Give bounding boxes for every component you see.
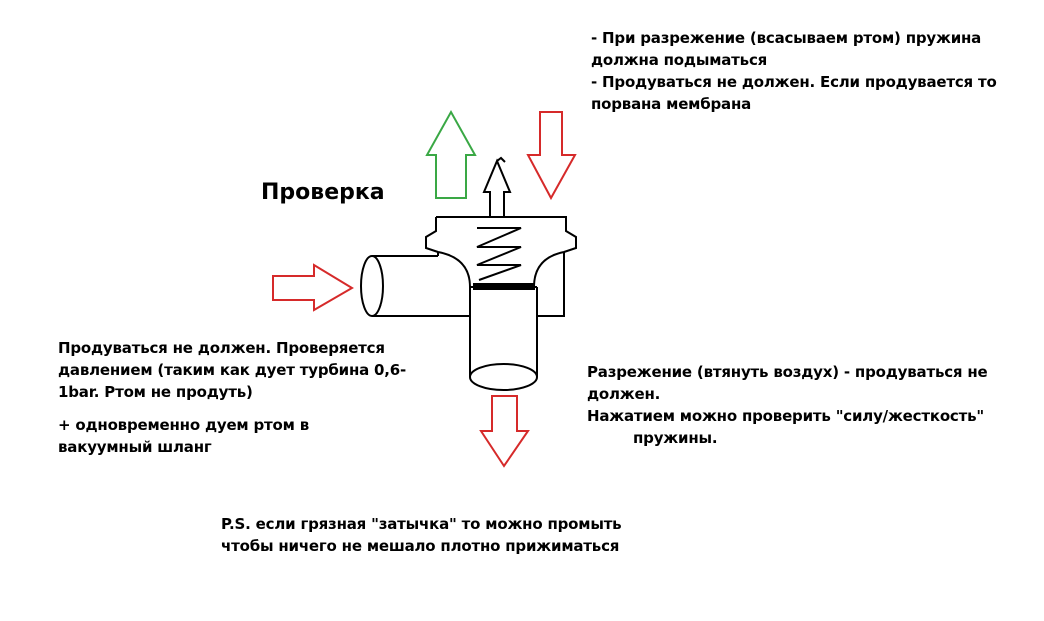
- note-line: - При разрежение (всасываем ртом) пружин…: [591, 29, 982, 47]
- note-line: + одновременно дуем ртом в: [58, 416, 310, 434]
- note-top-right: - При разрежение (всасываем ртом) пружин…: [591, 27, 997, 115]
- note-line: чтобы ничего не мешало плотно прижиматьс…: [221, 537, 620, 555]
- note-line: Нажатием можно проверить "силу/жесткость…: [587, 407, 985, 425]
- note-line: 1bar. Ртом не продуть): [58, 383, 253, 401]
- note-line: Разрежение (втянуть воздух) - продуватьс…: [587, 363, 988, 381]
- red-down-arrow-top: [526, 111, 577, 201]
- note-left: Продуваться не должен. Проверяется давле…: [58, 337, 406, 403]
- note-line: P.S. если грязная "затычка" то можно про…: [221, 515, 622, 533]
- note-bottom: P.S. если грязная "затычка" то можно про…: [221, 513, 622, 557]
- note-line: порвана мембрана: [591, 95, 752, 113]
- green-up-arrow: [425, 109, 477, 199]
- note-right: Разрежение (втянуть воздух) - продуватьс…: [587, 361, 988, 449]
- valve-body: [360, 156, 577, 391]
- red-right-arrow-left: [272, 263, 354, 312]
- note-line: - Продуваться не должен. Если продуваетс…: [591, 73, 997, 91]
- page-title: Проверка: [261, 180, 385, 205]
- note-line: вакуумный шланг: [58, 438, 212, 456]
- note-line: давлением (таким как дует турбина 0,6-: [58, 361, 407, 379]
- note-line: пружины.: [633, 429, 718, 447]
- note-line: должна подыматься: [591, 51, 768, 69]
- note-left-extra: + одновременно дуем ртом в вакуумный шла…: [58, 414, 309, 458]
- note-line: Продуваться не должен. Проверяется: [58, 339, 385, 357]
- note-line: должен.: [587, 385, 661, 403]
- red-down-arrow-bottom: [479, 395, 530, 468]
